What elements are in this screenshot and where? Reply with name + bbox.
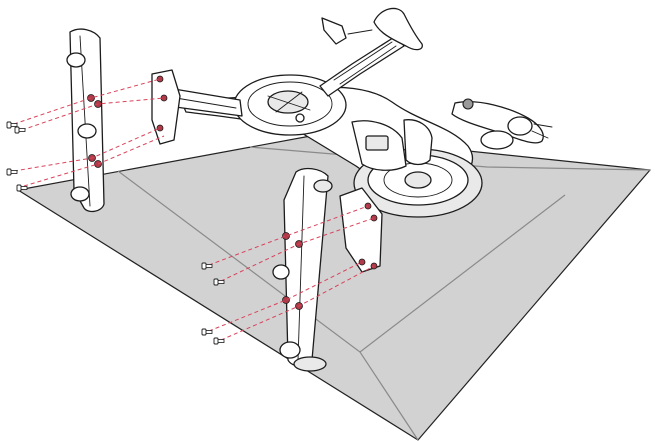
- guide-line: [21, 97, 165, 131]
- guide-line: [23, 135, 165, 187]
- front-stabilizer: [272, 167, 333, 372]
- bolt: [213, 278, 225, 286]
- bike-frame: [167, 7, 553, 218]
- guide-line: [13, 127, 161, 172]
- bolt-hole: [87, 94, 95, 102]
- bolt-hole: [358, 258, 366, 266]
- guide-line: [208, 205, 369, 266]
- bolt: [6, 168, 18, 176]
- bolt: [14, 126, 26, 134]
- bolt-hole: [282, 232, 290, 240]
- guide-line: [13, 78, 161, 125]
- bolt-hole: [282, 296, 290, 304]
- alignment-guides: [13, 78, 375, 341]
- bolt-hole: [160, 94, 168, 102]
- guide-line: [220, 265, 375, 341]
- rear-stabilizer: [66, 28, 105, 213]
- front-mount-bracket: [339, 187, 383, 273]
- bolt-hole: [156, 75, 164, 83]
- bolt: [6, 121, 18, 129]
- guide-line: [220, 217, 375, 282]
- bolt: [16, 184, 28, 192]
- bolt: [201, 328, 213, 336]
- floor-mat: [17, 134, 651, 441]
- bolt-hole: [370, 214, 378, 222]
- bolt-set: [6, 121, 225, 345]
- rear-mount-bracket: [151, 69, 181, 145]
- bolt-hole: [156, 124, 164, 132]
- bolt: [213, 337, 225, 345]
- bolt: [201, 262, 213, 270]
